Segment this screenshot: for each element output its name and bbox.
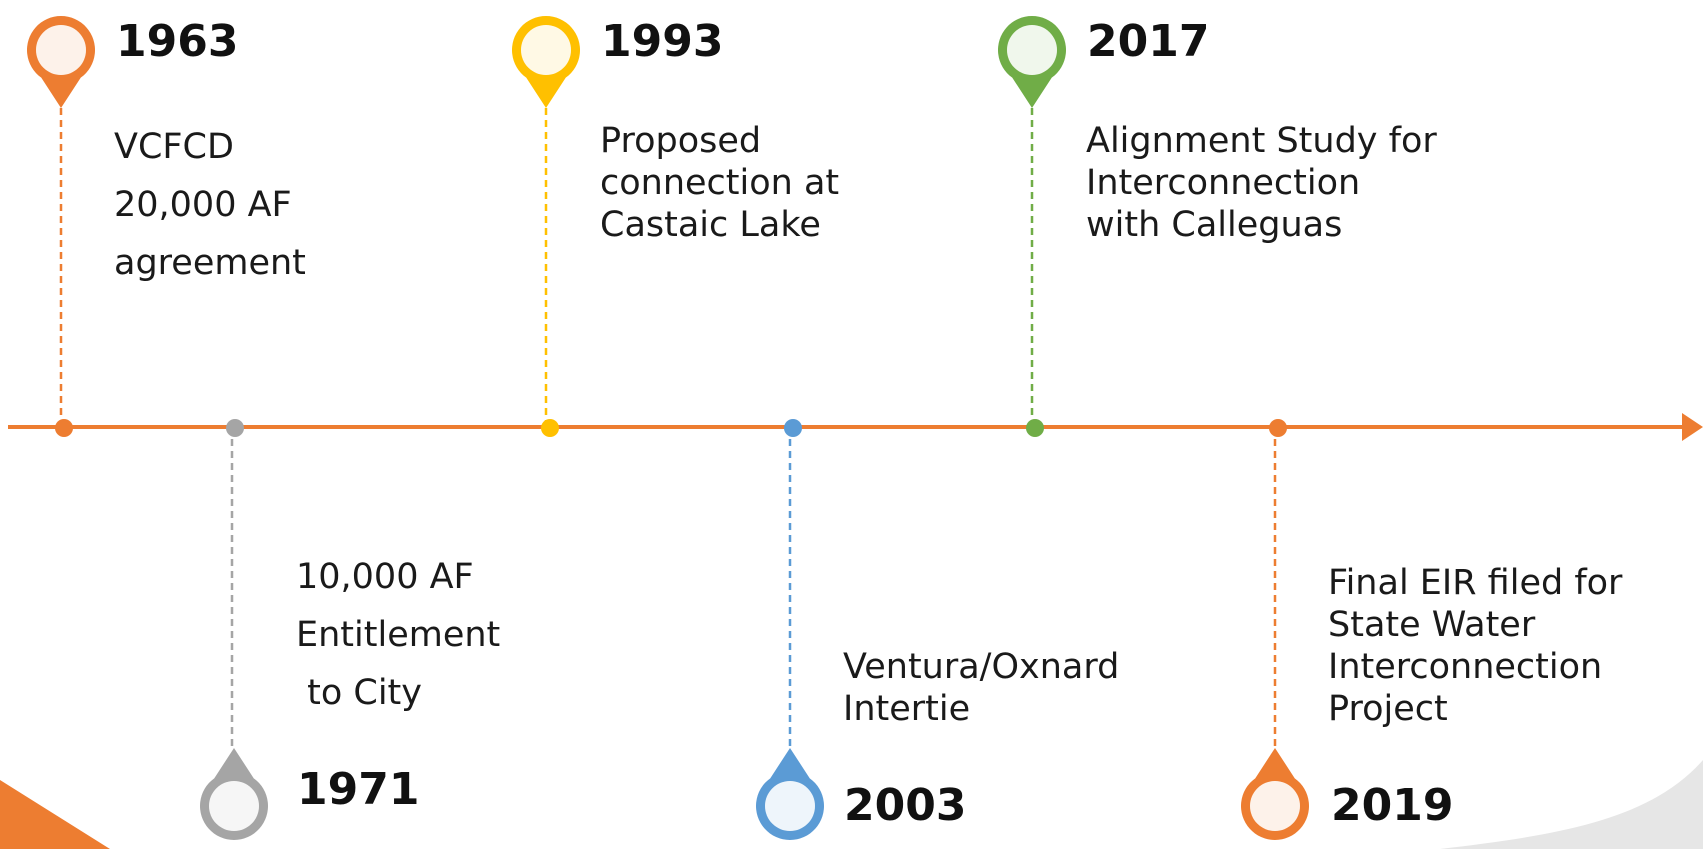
- event-text-line: Interconnection: [1328, 647, 1603, 687]
- timeline-arrowhead: [1682, 413, 1703, 441]
- pin-inner-tint-2019: [1250, 781, 1300, 831]
- event-text-line: State Water: [1328, 605, 1536, 645]
- axis-dot-1993: [541, 419, 559, 437]
- event-text-line: Intertie: [843, 689, 971, 729]
- event-description-2017: Alignment Study for Interconnection with…: [1086, 120, 1437, 246]
- pin-inner-tint-2017: [1007, 25, 1057, 75]
- event-text-line: Final EIR filed for: [1328, 563, 1623, 603]
- event-year-1971: 1971: [297, 764, 420, 815]
- event-text-line: connection at: [600, 163, 840, 203]
- pin-inner-circle-1993: [521, 25, 571, 75]
- event-text-line: Project: [1328, 689, 1448, 729]
- event-text-line: Castaic Lake: [600, 205, 821, 245]
- event-text-line: 10,000 AF: [296, 557, 474, 597]
- event-year-2019: 2019: [1331, 780, 1454, 831]
- pin-inner-circle-2003: [765, 781, 815, 831]
- event-year-2017: 2017: [1087, 16, 1210, 67]
- page-curl-right: [1440, 760, 1703, 849]
- corner-wedge-left: [0, 780, 110, 849]
- event-text-line: VCFCD: [114, 127, 234, 167]
- axis-dot-1963: [55, 419, 73, 437]
- event-year-1993: 1993: [601, 16, 724, 67]
- event-text-line: 20,000 AF: [114, 185, 292, 225]
- event-text-line: with Calleguas: [1086, 205, 1343, 245]
- pin-inner-circle-2017: [1007, 25, 1057, 75]
- event-description-1971: 10,000 AF Entitlement to City: [296, 548, 500, 722]
- event-text-line: Alignment Study for: [1086, 121, 1437, 161]
- axis-dot-2003: [784, 419, 802, 437]
- event-text-line: Ventura/Oxnard: [843, 647, 1120, 687]
- event-text-line: to City: [296, 673, 422, 713]
- event-year-2003: 2003: [844, 780, 967, 831]
- axis-dot-2019: [1269, 419, 1287, 437]
- event-description-1993: Proposed connection at Castaic Lake: [600, 120, 839, 246]
- pin-inner-circle-1963: [36, 25, 86, 75]
- event-description-1963: VCFCD 20,000 AF agreement: [114, 118, 306, 292]
- event-text-line: Interconnection: [1086, 163, 1361, 203]
- pin-inner-tint-1971: [209, 781, 259, 831]
- pin-inner-circle-1971: [209, 781, 259, 831]
- axis-dot-2017: [1026, 419, 1044, 437]
- axis-dot-1971: [226, 419, 244, 437]
- pin-inner-circle-2019: [1250, 781, 1300, 831]
- event-text-line: Entitlement: [296, 615, 501, 655]
- event-text-line: agreement: [114, 243, 306, 283]
- event-description-2003: Ventura/Oxnard Intertie: [843, 646, 1119, 730]
- pin-inner-tint-1963: [36, 25, 86, 75]
- event-year-1963: 1963: [116, 16, 239, 67]
- event-description-2019: Final EIR filed for State Water Intercon…: [1328, 562, 1622, 730]
- pin-inner-tint-2003: [765, 781, 815, 831]
- event-text-line: Proposed: [600, 121, 762, 161]
- pin-inner-tint-1993: [521, 25, 571, 75]
